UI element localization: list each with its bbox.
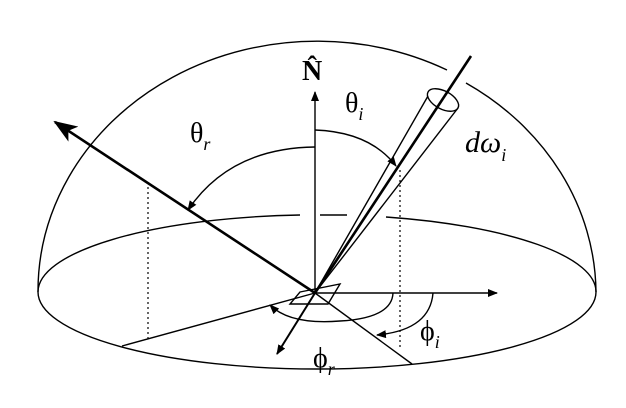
reflected-projection (121, 292, 316, 347)
phi-r-label: ϕr (313, 343, 336, 379)
base-ellipse-front (37, 291, 597, 370)
solid-angle-cone-edge (314, 107, 459, 294)
normal-label: N̂ (302, 56, 322, 87)
hemisphere-dome (37, 40, 597, 293)
theta-i-label: θi (345, 88, 363, 124)
phi-i-arc (376, 292, 434, 339)
theta-r-label: θr (190, 118, 211, 154)
domega-label: dωi (465, 126, 506, 165)
theta-r-arc (187, 146, 316, 211)
surface-patch (288, 283, 342, 305)
solid-angle-cone-edge (314, 95, 429, 294)
incident-ray (313, 55, 473, 294)
phi-i-label: ϕi (420, 316, 440, 352)
reflected-ray (53, 120, 316, 295)
phi-r-arc (269, 292, 394, 323)
base-ellipse-back (37, 214, 597, 293)
theta-i-arc (314, 129, 397, 167)
solid-angle-cone-cap (426, 88, 460, 112)
y-axis (276, 292, 316, 355)
incident-projection (314, 292, 413, 365)
